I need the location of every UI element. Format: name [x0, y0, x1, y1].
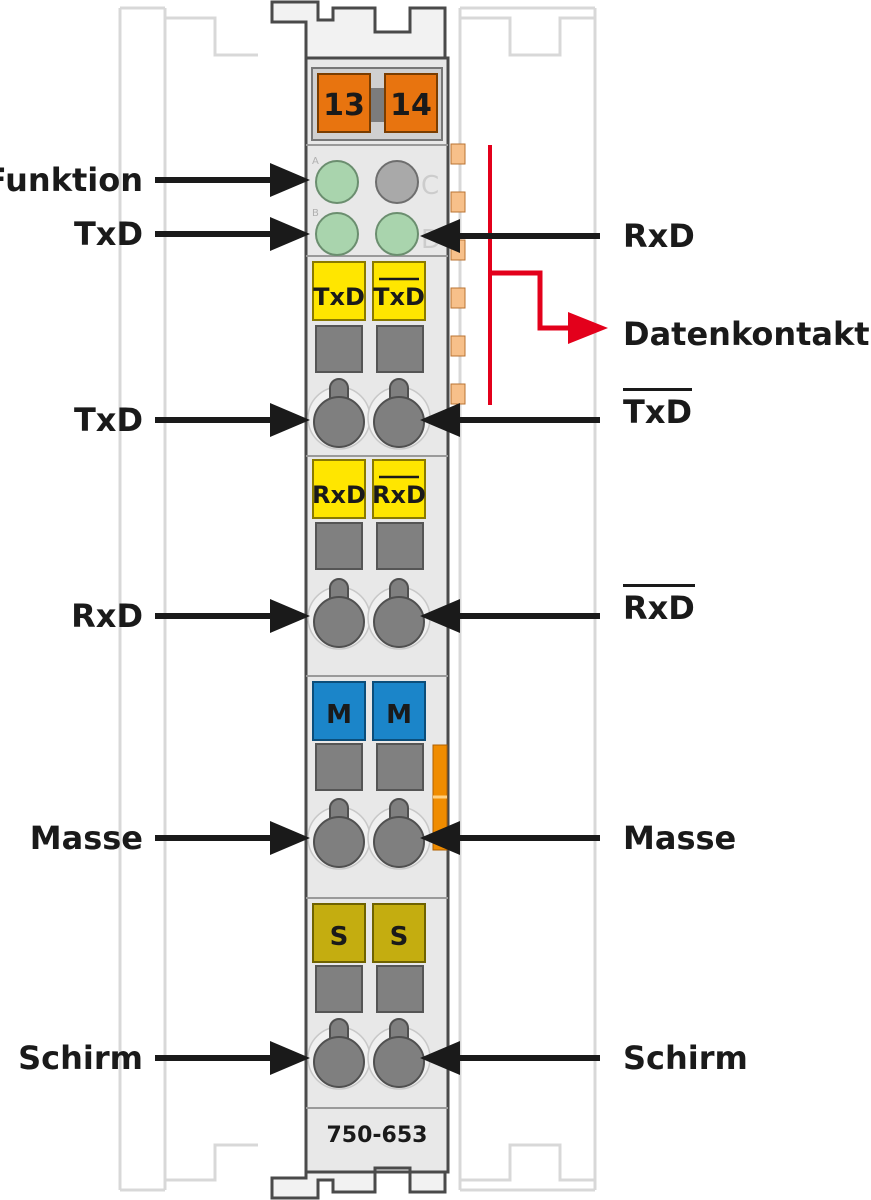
- label-masse-right: Masse: [623, 819, 737, 857]
- slot-rxd-inv-label: RxD: [372, 481, 426, 509]
- release-slot-rxd[interactable]: [315, 522, 363, 570]
- label-txd-term: TxD: [73, 401, 143, 439]
- datenkontakte-arrow-head: [568, 312, 608, 344]
- release-slot-m1[interactable]: [315, 743, 363, 791]
- led-c: [375, 160, 419, 204]
- slot-s1-label: S: [330, 922, 349, 952]
- slot-txd-inv-label: TxD: [373, 283, 425, 311]
- label-funktion: Funktion: [0, 161, 143, 199]
- slot-s1-marker: [312, 903, 366, 963]
- slot-m2-label: M: [386, 700, 412, 730]
- release-slot-s2[interactable]: [376, 965, 424, 1013]
- led-b-letter: B: [312, 208, 319, 219]
- part-number: 750-653: [327, 1123, 428, 1148]
- release-slot-txd[interactable]: [315, 325, 363, 373]
- channel-14-label: 14: [390, 88, 432, 123]
- slot-s2-label: S: [390, 922, 409, 952]
- slot-rxd-marker: [312, 459, 366, 519]
- release-slot-m2[interactable]: [376, 743, 424, 791]
- terminal-block-schirm: S S: [307, 903, 431, 1090]
- label-txd-inv-term-wrap: TxD: [623, 388, 693, 432]
- slot-rxd-inv-marker: [372, 459, 426, 519]
- label-rxd-term: RxD: [71, 597, 143, 635]
- release-slot-txd-inv[interactable]: [376, 325, 424, 373]
- slot-txd-label: TxD: [313, 283, 365, 311]
- slot-m2-marker: [372, 681, 426, 741]
- label-schirm-right: Schirm: [623, 1039, 748, 1077]
- led-a-letter: A: [312, 156, 319, 167]
- led-b-txd: [315, 212, 359, 256]
- label-txd-led: TxD: [73, 215, 143, 253]
- led-d-rxd: [375, 212, 419, 256]
- label-schirm-left: Schirm: [18, 1039, 143, 1077]
- channel-13-tag: [317, 73, 371, 133]
- label-txd-inv-term: TxD: [623, 388, 693, 429]
- terminal-block-txd: TxD TxD: [307, 261, 431, 450]
- channel-14-tag: [384, 73, 438, 133]
- data-contacts: [450, 143, 466, 405]
- led-a-function: [315, 160, 359, 204]
- release-slot-s1[interactable]: [315, 965, 363, 1013]
- label-rxd-led: RxD: [623, 217, 695, 255]
- slot-s2-marker: [372, 903, 426, 963]
- led-field: A B C D: [312, 156, 441, 256]
- channel-marker-strip: 13 14: [311, 67, 443, 141]
- label-rxd-inv-term-wrap: RxD: [623, 584, 695, 628]
- label-datenkontakte: Datenkontakte: [623, 315, 871, 353]
- slot-txd-marker: [312, 261, 366, 321]
- release-slot-rxd-inv[interactable]: [376, 522, 424, 570]
- slot-txd-inv-marker: [372, 261, 426, 321]
- led-c-letter: C: [421, 171, 439, 201]
- datenkontakte-bracket: [488, 145, 608, 405]
- channel-13-label: 13: [323, 88, 365, 123]
- label-masse-left: Masse: [29, 819, 143, 857]
- slot-rxd-label: RxD: [312, 481, 366, 509]
- terminal-block-masse: M M: [307, 681, 431, 870]
- terminal-block-rxd: RxD RxD: [307, 459, 431, 650]
- slot-m1-marker: [312, 681, 366, 741]
- slot-m1-label: M: [326, 700, 352, 730]
- label-rxd-inv-term: RxD: [623, 584, 695, 625]
- power-jumper-contact: [432, 744, 448, 851]
- pointer-arrows: [155, 163, 600, 1075]
